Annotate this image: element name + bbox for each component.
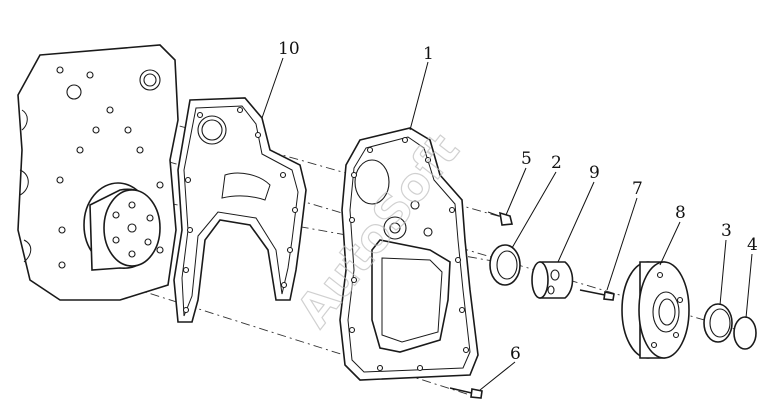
callout-2: 2 [551,153,562,173]
hub-part-8 [621,261,690,359]
bolt-part-5 [487,211,514,226]
gasket-part-10 [173,97,307,323]
callout-1: 1 [423,44,434,64]
seal-part-3 [703,303,733,343]
callout-10: 10 [278,39,300,59]
callout-9: 9 [589,163,600,183]
callout-8: 8 [675,203,686,223]
o-ring-part-4 [733,316,757,350]
engine-block [17,44,179,301]
callout-5: 5 [521,149,532,169]
spacer-part-9 [531,261,574,299]
callout-6: 6 [510,344,521,364]
seal-ring-part-2 [489,244,521,286]
callout-4: 4 [747,235,758,255]
bolt-part-6 [449,387,483,399]
callout-leaders [261,57,753,391]
callout-7: 7 [632,179,643,199]
bolt-part-7 [579,289,615,301]
timing-cover-part-1 [339,127,479,381]
callout-3: 3 [721,221,732,241]
